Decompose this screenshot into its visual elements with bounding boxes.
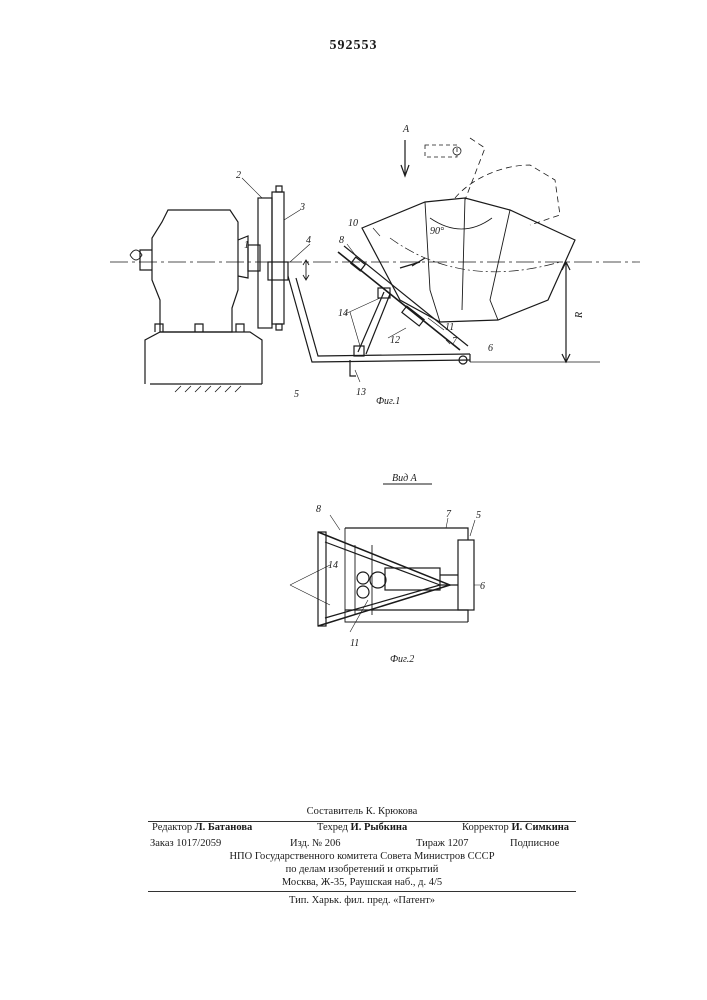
subscription: Подписное <box>510 837 559 850</box>
techred-line: Техред И. Рыбкина <box>317 821 407 834</box>
fig1-label-1: 1 <box>244 240 249 251</box>
corrector-role: Корректор <box>462 822 509 833</box>
machine-base <box>145 332 262 384</box>
pivot-14b <box>357 586 369 598</box>
techred-role: Техред <box>317 822 348 833</box>
fig2-label-5: 5 <box>476 510 481 521</box>
fig2-caption: Фиг.2 <box>390 654 414 665</box>
corrector-name: И. Симкина <box>511 822 569 833</box>
fig1-label-13: 13 <box>356 387 366 398</box>
fig1-label-14: 14 <box>338 308 348 319</box>
fig1-label-5: 5 <box>294 389 299 400</box>
fig1-label-6: 6 <box>488 343 493 354</box>
pivot-plate-6 <box>458 540 474 610</box>
view-marker-a: А <box>402 124 410 135</box>
lever-arm-5b <box>296 278 470 356</box>
guide-ends <box>276 186 282 330</box>
imprint-rule-top <box>148 821 576 822</box>
motor-shaft-stub <box>140 250 152 270</box>
fig1-caption: Фиг.1 <box>376 396 400 407</box>
frame-front <box>318 532 326 626</box>
imprint-rule-bottom <box>148 891 576 892</box>
fig1-label-12: 12 <box>390 335 400 346</box>
alt-carriage <box>425 145 457 157</box>
fig1-label-2: 2 <box>236 170 241 181</box>
org-line-3: Москва, Ж-35, Раушская наб., д. 4/5 <box>148 876 576 889</box>
fig2-label-7: 7 <box>446 509 452 520</box>
order-number: Заказ 1017/2059 <box>150 837 221 850</box>
rod-7 <box>440 575 458 585</box>
fig1-label-11: 11 <box>445 322 454 333</box>
support-13 <box>350 360 356 376</box>
editor-name: Л. Батанова <box>195 822 253 833</box>
corrector-line: Корректор И. Симкина <box>462 821 569 834</box>
fig2-label-11: 11 <box>350 638 359 649</box>
slide-guide <box>272 192 284 324</box>
base-bolts <box>155 324 244 332</box>
ground-hatch <box>175 386 241 392</box>
fig2-view-title: Вид А <box>392 473 418 484</box>
circulation: Тираж 1207 <box>416 837 469 850</box>
techred-name: И. Рыбкина <box>351 822 408 833</box>
pipe-elbow <box>362 198 575 322</box>
fig2-label-8: 8 <box>316 504 321 515</box>
cylinder-7 <box>385 568 440 590</box>
feed-arrow <box>303 260 309 280</box>
lever-arm-5 <box>288 276 470 362</box>
hydraulic-cylinder-14 <box>358 292 390 354</box>
clamp-12 <box>402 306 424 326</box>
angle-label: 90° <box>430 226 444 237</box>
carriage-4 <box>268 262 288 280</box>
org-line-1: НПО Государственного комитета Совета Мин… <box>148 850 576 863</box>
inclined-bars-8 <box>318 532 450 626</box>
fig1-label-4: 4 <box>306 235 311 246</box>
fig2-label-14: 14 <box>328 560 338 571</box>
radius-label: R <box>574 312 585 319</box>
bend-arc <box>390 238 560 272</box>
gearbox-housing <box>152 210 238 332</box>
editor-line: Редактор Л. Батанова <box>152 821 252 834</box>
pivot-14a <box>357 572 369 584</box>
compiler-line: Составитель К. Крюкова <box>148 805 576 818</box>
editor-role: Редактор <box>152 822 192 833</box>
fig1-label-8: 8 <box>339 235 344 246</box>
pipe-alt-position <box>455 165 560 225</box>
fig2-label-6: 6 <box>480 581 485 592</box>
edition-number: Изд. № 206 <box>290 837 341 850</box>
fig1-label-10: 10 <box>348 218 358 229</box>
printer-line: Тип. Харьк. фил. пред. «Патент» <box>148 894 576 907</box>
pipe-seams <box>425 198 510 322</box>
fig1-label-3: 3 <box>299 202 305 213</box>
axis-lines <box>290 565 330 605</box>
org-line-2: по делам изобретений и открытий <box>148 863 576 876</box>
alt-arm <box>465 138 485 200</box>
